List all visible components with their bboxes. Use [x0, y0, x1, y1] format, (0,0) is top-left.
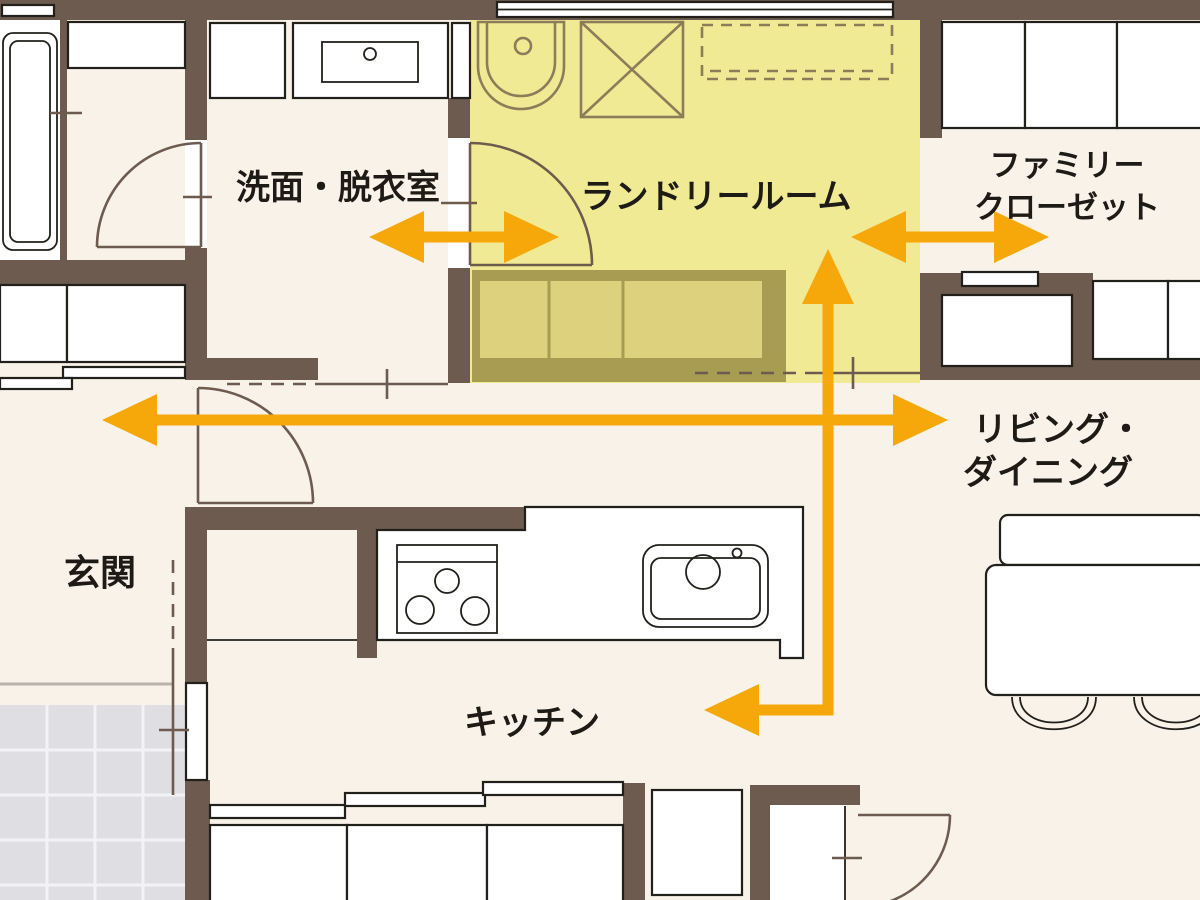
sliding-door-rail — [343, 791, 487, 808]
flow-arrow-washroom-laundry — [369, 211, 559, 263]
closet-nook — [940, 293, 1074, 368]
bathtub-icon — [2, 32, 58, 251]
kitchen-sink-icon — [642, 544, 769, 628]
sliding-door-rail — [61, 365, 187, 380]
room-label-family-closet-line1: ファミリー — [990, 148, 1145, 184]
dining-set — [984, 513, 1200, 731]
door-arc-washroom — [95, 141, 203, 249]
sliding-door-rail — [0, 376, 74, 391]
room-label-living-dining-line2: ダイニング — [963, 453, 1133, 493]
room-label-family-closet-line2: クローゼット — [974, 190, 1160, 226]
room-label-living-dining-line1: リビング・ — [973, 410, 1143, 450]
entrance-tile-grid — [0, 705, 187, 900]
clothes-drying-space-icon — [700, 23, 894, 81]
dining-chair — [1133, 696, 1200, 731]
gas-stove-icon — [396, 544, 498, 634]
room-labels: 洗面・脱衣室 ランドリールーム ファミリー クローゼット リビング・ ダイニング… — [64, 148, 1160, 743]
dining-chair — [1011, 696, 1097, 731]
sliding-door-rail — [208, 803, 347, 820]
dining-bench — [998, 513, 1200, 567]
laundry-sink-icon — [476, 20, 566, 111]
front-door — [184, 681, 209, 782]
reference-lines — [50, 111, 920, 860]
room-label-laundry: ランドリールーム — [581, 177, 852, 217]
doors — [95, 141, 952, 900]
door-arc-hall — [196, 386, 315, 505]
closets — [0, 20, 1200, 900]
room-label-washroom: 洗面・脱衣室 — [236, 168, 440, 208]
windows — [0, 0, 895, 19]
bath-window — [0, 3, 56, 18]
sliding-door-rail — [481, 780, 625, 797]
flow-arrow-entrance-living — [102, 394, 948, 446]
flow-arrow-kitchen-laundry — [704, 249, 854, 736]
dining-table — [984, 563, 1200, 697]
utility-counter — [66, 20, 187, 70]
washbasin-cabinet-icon — [208, 21, 472, 100]
washroom-door-opening — [185, 140, 207, 248]
door-arc-bottom — [844, 806, 952, 900]
hall-door-opening — [770, 805, 845, 900]
room-label-kitchen: キッチン — [464, 703, 600, 743]
room-label-entrance: 玄関 — [64, 553, 136, 594]
closet-nook-opening — [960, 270, 1040, 288]
folding-counter-icon — [472, 270, 786, 382]
flow-arrows — [102, 211, 1049, 736]
flow-arrow-laundry-closet — [851, 211, 1049, 263]
washing-machine-icon — [579, 20, 685, 119]
